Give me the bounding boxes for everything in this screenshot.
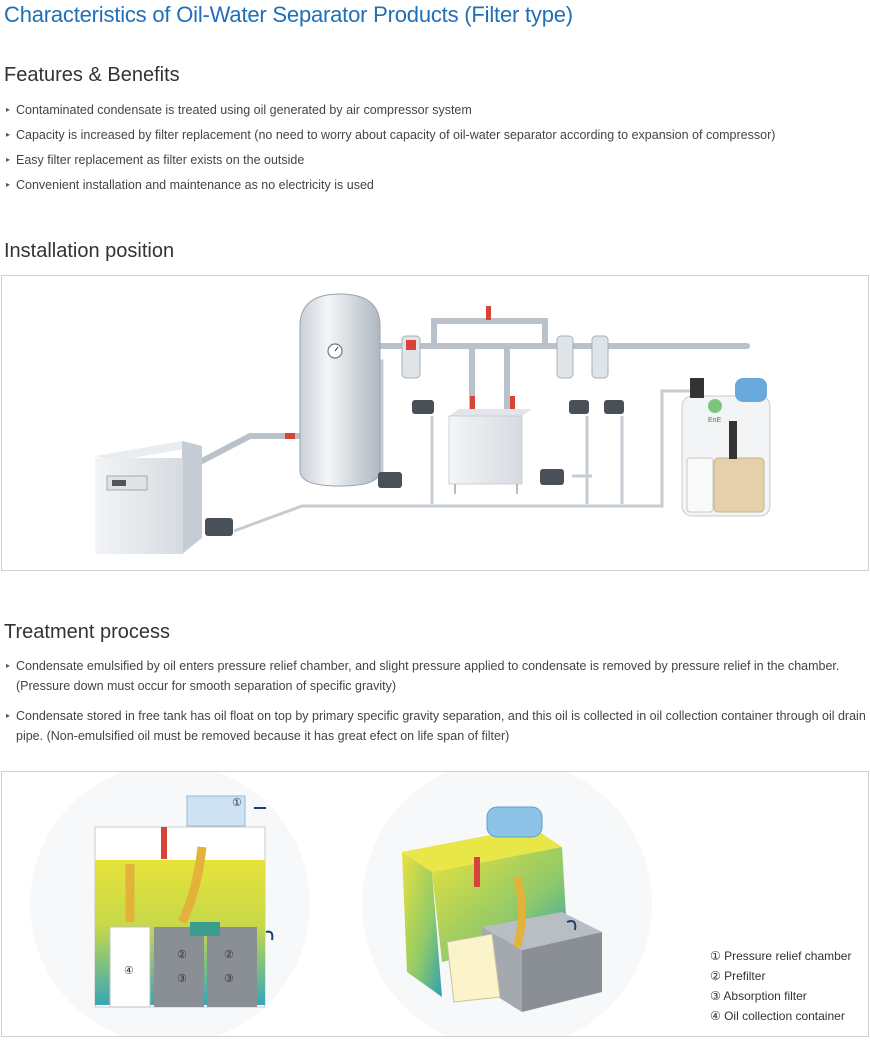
bullet-arrow-icon: ▸ xyxy=(6,105,11,114)
process-legend: ① Pressure relief chamber ② Prefilter ③ … xyxy=(710,946,851,1026)
marker-3b: ③ xyxy=(224,973,234,985)
legend-item: ③ Absorption filter xyxy=(710,989,807,1003)
feature-item: ▸Capacity is increased by filter replace… xyxy=(6,125,775,150)
legend-item: ① Pressure relief chamber xyxy=(710,949,852,963)
page-title: Characteristics of Oil-Water Separator P… xyxy=(4,2,573,27)
valve-icon xyxy=(510,396,515,411)
separator-isometric xyxy=(402,806,602,1012)
compressor-unit xyxy=(95,441,202,554)
bullet-arrow-icon: ▸ xyxy=(6,155,11,164)
marker-1: ① xyxy=(232,797,242,809)
bullet-arrow-icon: ▸ xyxy=(6,661,11,670)
marker-3: ③ xyxy=(177,973,187,985)
treatment-item: ▸Condensate stored in free tank has oil … xyxy=(6,706,866,746)
outlet-arrow-icon xyxy=(566,920,577,931)
installation-title: Installation position xyxy=(4,240,175,262)
installation-diagram: EnE xyxy=(1,275,869,571)
features-list: ▸Contaminated condensate is treated usin… xyxy=(6,100,775,200)
valve-icon xyxy=(285,433,295,439)
features-title: Features & Benefits xyxy=(4,64,180,86)
valve-icon xyxy=(486,306,491,320)
treatment-title: Treatment process xyxy=(4,621,170,643)
air-receiver-tank xyxy=(299,293,381,487)
outlet-arrow-icon xyxy=(265,930,274,941)
legend-item: ④ Oil collection container xyxy=(710,1009,845,1023)
treatment-diagram: ① ② ② ③ ③ ④ xyxy=(1,759,869,1041)
bullet-arrow-icon: ▸ xyxy=(6,130,11,139)
installation-illustration: EnE xyxy=(95,293,771,554)
oil-water-separator: EnE xyxy=(681,378,771,517)
feature-item: ▸Easy filter replacement as filter exist… xyxy=(6,150,775,175)
legend-item: ② Prefilter xyxy=(710,969,766,983)
separator-cutaway: ① ② ② ③ ③ ④ xyxy=(94,795,274,1008)
marker-2b: ② xyxy=(224,949,234,961)
treatment-list: ▸Condensate emulsified by oil enters pre… xyxy=(6,656,866,756)
valve-icon xyxy=(470,396,475,411)
treatment-item: ▸Condensate emulsified by oil enters pre… xyxy=(6,656,866,696)
bullet-arrow-icon: ▸ xyxy=(6,711,11,720)
air-pipes xyxy=(199,318,750,464)
drain-traps xyxy=(205,400,624,536)
marker-4: ④ xyxy=(124,965,134,977)
separator-logo: EnE xyxy=(708,417,722,424)
bullet-arrow-icon: ▸ xyxy=(6,180,11,189)
treatment-illustration: ① ② ② ③ ③ ④ xyxy=(30,759,652,1041)
feature-item: ▸Convenient installation and maintenance… xyxy=(6,175,775,200)
marker-2: ② xyxy=(177,949,187,961)
air-dryer-unit xyxy=(448,409,532,494)
feature-item: ▸Contaminated condensate is treated usin… xyxy=(6,100,775,125)
line-filters xyxy=(401,335,609,379)
